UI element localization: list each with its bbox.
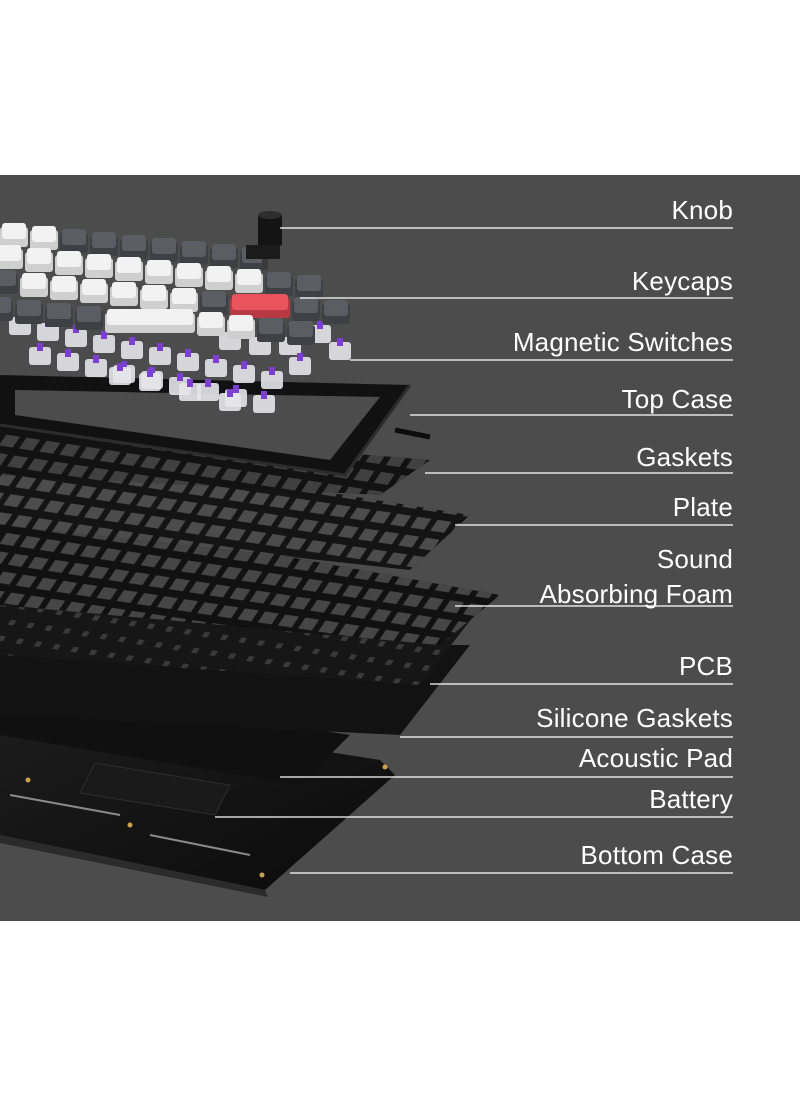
keycap bbox=[30, 226, 58, 250]
leader-lines bbox=[215, 227, 733, 874]
switch bbox=[205, 355, 227, 377]
keycap bbox=[197, 312, 225, 336]
keycap bbox=[287, 321, 315, 345]
keycap bbox=[110, 282, 138, 306]
switch bbox=[149, 343, 171, 365]
keycaps-layer bbox=[0, 223, 350, 345]
keycap bbox=[200, 291, 228, 315]
switch bbox=[85, 355, 107, 377]
keycap bbox=[235, 269, 263, 293]
keycap bbox=[265, 272, 293, 296]
keycap bbox=[45, 303, 73, 327]
switch bbox=[179, 379, 201, 401]
keycap bbox=[50, 276, 78, 300]
label-gaskets: Gaskets bbox=[636, 442, 733, 472]
switch bbox=[93, 331, 115, 353]
keycap bbox=[0, 245, 23, 269]
switch bbox=[29, 343, 51, 365]
keycap bbox=[175, 263, 203, 287]
keycap bbox=[205, 266, 233, 290]
keycap bbox=[230, 294, 290, 318]
label-sound: Sound bbox=[656, 544, 733, 574]
battery-layer bbox=[79, 762, 231, 816]
switch bbox=[121, 337, 143, 359]
label-bottom-case: Bottom Case bbox=[580, 840, 733, 870]
label-acoustic-pad: Acoustic Pad bbox=[578, 743, 733, 773]
keycap bbox=[15, 300, 43, 324]
keycap bbox=[0, 270, 18, 294]
switches-layer bbox=[9, 313, 351, 413]
keycap bbox=[90, 232, 118, 256]
switch bbox=[329, 338, 351, 360]
keycap bbox=[105, 309, 195, 333]
keycap bbox=[60, 229, 88, 253]
keycap bbox=[0, 297, 13, 321]
keyboard-exploded-illustration bbox=[0, 211, 733, 897]
keycap bbox=[80, 279, 108, 303]
knob-part bbox=[246, 211, 282, 269]
keycap bbox=[210, 244, 238, 268]
keycap bbox=[120, 235, 148, 259]
switch bbox=[253, 391, 275, 413]
keycap bbox=[55, 251, 83, 275]
label-pcb: PCB bbox=[678, 651, 733, 681]
gaskets-layer bbox=[0, 425, 430, 495]
keycap bbox=[25, 248, 53, 272]
keycap bbox=[75, 306, 103, 330]
keycap bbox=[322, 300, 350, 324]
keycap bbox=[180, 241, 208, 265]
switch bbox=[57, 349, 79, 371]
switch bbox=[177, 349, 199, 371]
keycap bbox=[257, 318, 285, 342]
keycap bbox=[227, 315, 255, 339]
keycap bbox=[295, 275, 323, 299]
switch bbox=[289, 353, 311, 375]
exploded-view-panel: Knob Keycaps Magnetic Switches Top Case … bbox=[0, 175, 800, 921]
label-magnetic-switches: Magnetic Switches bbox=[512, 327, 733, 357]
foam-layer bbox=[0, 505, 500, 645]
switch bbox=[109, 363, 131, 385]
label-absorbing-foam: Absorbing Foam bbox=[539, 579, 733, 609]
label-plate: Plate bbox=[672, 492, 733, 522]
top-case-layer bbox=[0, 375, 431, 477]
switch bbox=[261, 367, 283, 389]
keycap bbox=[0, 223, 28, 247]
switch bbox=[197, 379, 219, 401]
label-top-case: Top Case bbox=[621, 384, 733, 414]
keycap bbox=[145, 260, 173, 284]
keycap bbox=[170, 288, 198, 312]
label-knob: Knob bbox=[671, 195, 733, 225]
label-battery: Battery bbox=[649, 784, 733, 814]
keycap bbox=[20, 273, 48, 297]
keycap bbox=[140, 285, 168, 309]
label-silicone-gaskets: Silicone Gaskets bbox=[536, 703, 733, 733]
switch bbox=[139, 369, 161, 391]
label-keycaps: Keycaps bbox=[631, 266, 733, 296]
keycap bbox=[85, 254, 113, 278]
keycap bbox=[292, 297, 320, 321]
switch bbox=[233, 361, 255, 383]
keycap bbox=[150, 238, 178, 262]
switch bbox=[219, 389, 241, 411]
keycap bbox=[115, 257, 143, 281]
